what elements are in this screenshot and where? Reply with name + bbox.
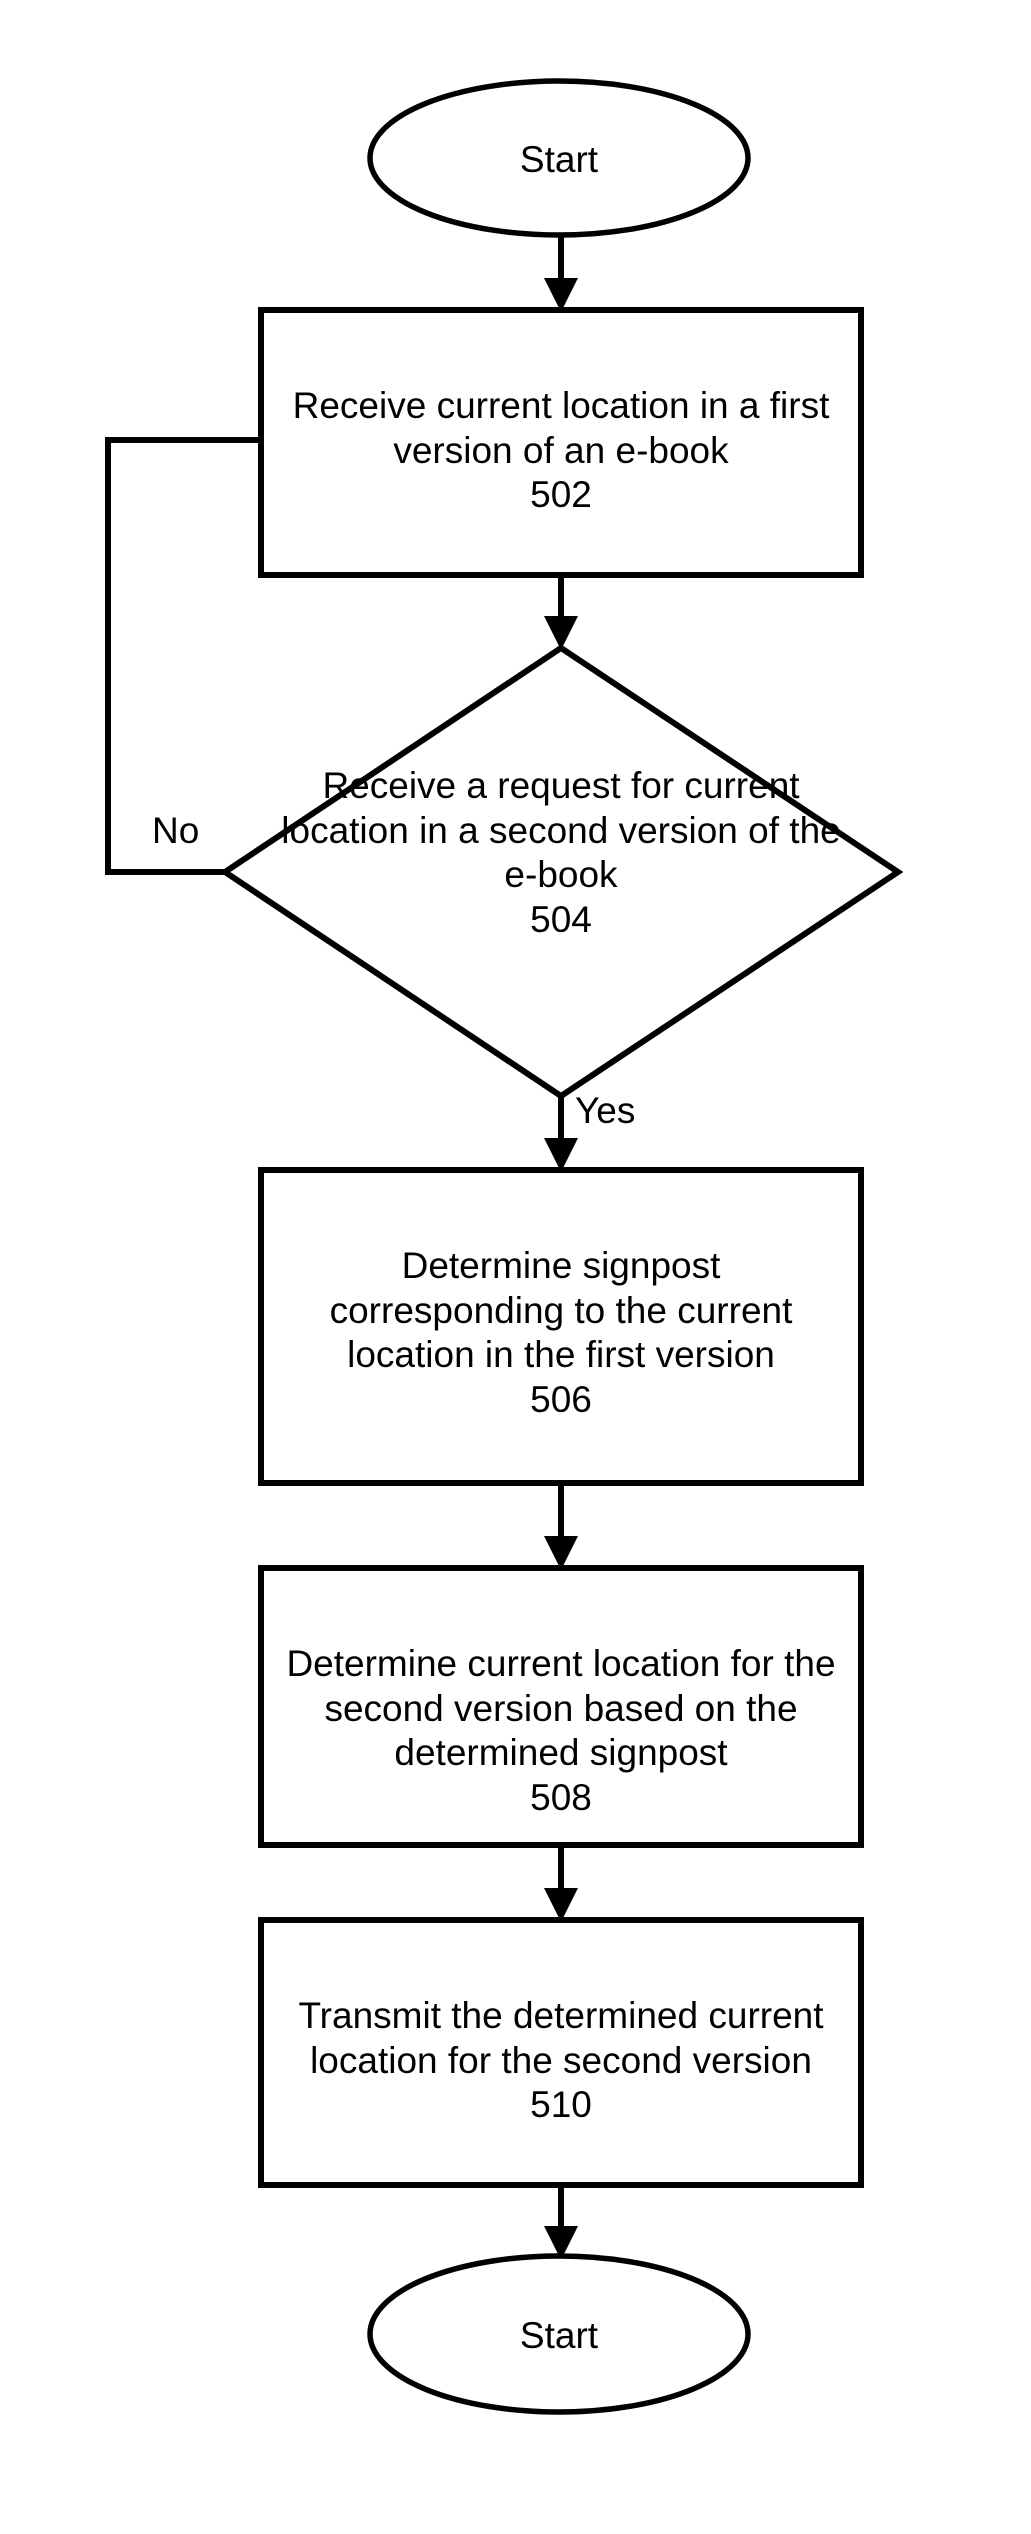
connector-504-no-loop — [105, 437, 340, 875]
node-step-510[interactable] — [258, 1917, 864, 2188]
node-step-506[interactable] — [258, 1167, 864, 1486]
arrowhead-510-to-end — [544, 2226, 578, 2260]
arrowhead-start-to-502 — [544, 278, 578, 312]
node-step-502[interactable] — [258, 307, 864, 578]
arrowhead-506-to-508 — [544, 1536, 578, 1570]
node-start-top[interactable] — [367, 78, 751, 238]
arrowhead-504-to-506 — [544, 1138, 578, 1172]
arrowhead-508-to-510 — [544, 1888, 578, 1922]
node-step-508[interactable] — [258, 1565, 864, 1848]
node-end-bottom[interactable] — [367, 2253, 751, 2415]
arrowhead-502-to-504 — [544, 616, 578, 650]
node-decision-504[interactable] — [219, 644, 904, 1100]
